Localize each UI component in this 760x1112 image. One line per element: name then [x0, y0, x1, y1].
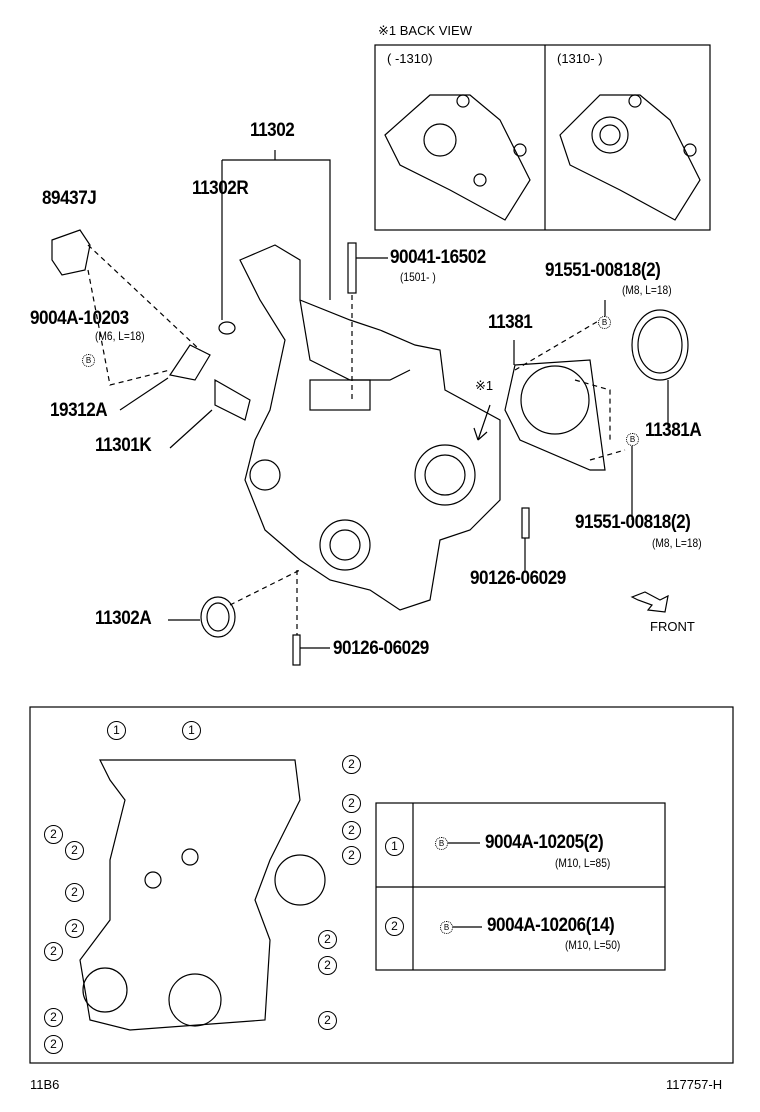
part-label-11301K[interactable]: 11301K: [95, 435, 152, 456]
back-view-right-range: (1310- ): [557, 51, 603, 66]
callout-2: 2: [318, 1011, 337, 1030]
sensor-89437J: [51, 229, 91, 276]
part-label-11302[interactable]: 11302: [250, 120, 295, 141]
bolt-b-icon: B: [435, 837, 448, 850]
callout-2: 2: [44, 1035, 63, 1054]
back-view-ref-mark: ※1: [475, 378, 494, 393]
cover-detail-outline: [79, 759, 301, 1031]
part-label-9004A-10203[interactable]: 9004A-10203: [30, 308, 129, 329]
part-label-11302A[interactable]: 11302A: [95, 608, 152, 629]
bolt-b-icon: B: [598, 316, 611, 329]
callout-2: 2: [65, 883, 84, 902]
front-label: FRONT: [650, 619, 695, 634]
legend-callout-2: 2: [385, 917, 404, 936]
legend-note-2: (M10, L=50): [565, 938, 621, 952]
part-label-11302R[interactable]: 11302R: [192, 178, 249, 199]
part-note-91551-bottom: (M8, L=18): [652, 536, 702, 550]
bolt-detail-frame: [29, 706, 734, 1064]
footer-illustration-number: 117757-H: [666, 1077, 723, 1092]
back-view-left-range: ( -1310): [387, 51, 433, 66]
back-view-frame: [374, 44, 711, 231]
part-label-90126-right[interactable]: 90126-06029: [470, 568, 566, 589]
callout-2: 2: [342, 755, 361, 774]
back-view-title: ※1 BACK VIEW: [378, 23, 472, 38]
part-label-89437J[interactable]: 89437J: [42, 188, 97, 209]
bolt-b-icon: B: [440, 921, 453, 934]
footer-left-code: 11B6: [30, 1077, 60, 1092]
legend-note-1: (M10, L=85): [555, 856, 611, 870]
callout-2: 2: [65, 919, 84, 938]
timing-chain-cover: [239, 244, 501, 611]
part-note-90041: (1501- ): [400, 270, 436, 284]
callout-2: 2: [44, 1008, 63, 1027]
part-label-19312A[interactable]: 19312A: [50, 400, 108, 421]
part-note-91551-top: (M8, L=18): [622, 283, 672, 297]
back-view-cover-left: [384, 94, 531, 221]
part-label-91551-top[interactable]: 91551-00818(2): [545, 260, 661, 281]
part-label-90126-bottom[interactable]: 90126-06029: [333, 638, 429, 659]
callout-2: 2: [342, 846, 361, 865]
bolt-b-icon: B: [626, 433, 639, 446]
part-label-11381[interactable]: 11381: [488, 312, 533, 333]
callout-2: 2: [65, 841, 84, 860]
back-view-cover-right: [559, 94, 701, 221]
callout-1: 1: [182, 721, 201, 740]
callout-2: 2: [318, 930, 337, 949]
callout-2: 2: [342, 794, 361, 813]
callout-2: 2: [318, 956, 337, 975]
part-label-11381A[interactable]: 11381A: [645, 420, 702, 441]
callout-1: 1: [107, 721, 126, 740]
callout-2: 2: [342, 821, 361, 840]
part-label-91551-bottom[interactable]: 91551-00818(2): [575, 512, 691, 533]
callout-2: 2: [44, 825, 63, 844]
legend-callout-1: 1: [385, 837, 404, 856]
legend-part-2[interactable]: 9004A-10206(14): [487, 915, 615, 936]
legend-part-1[interactable]: 9004A-10205(2): [485, 832, 604, 853]
bolt-b-icon: B: [82, 354, 95, 367]
part-note-9004A-10203: (M6, L=18): [95, 329, 145, 343]
callout-2: 2: [44, 942, 63, 961]
part-label-90041-16502[interactable]: 90041-16502: [390, 247, 486, 268]
seal-retainer-11381: [504, 359, 606, 471]
front-arrow-icon: [630, 591, 669, 613]
